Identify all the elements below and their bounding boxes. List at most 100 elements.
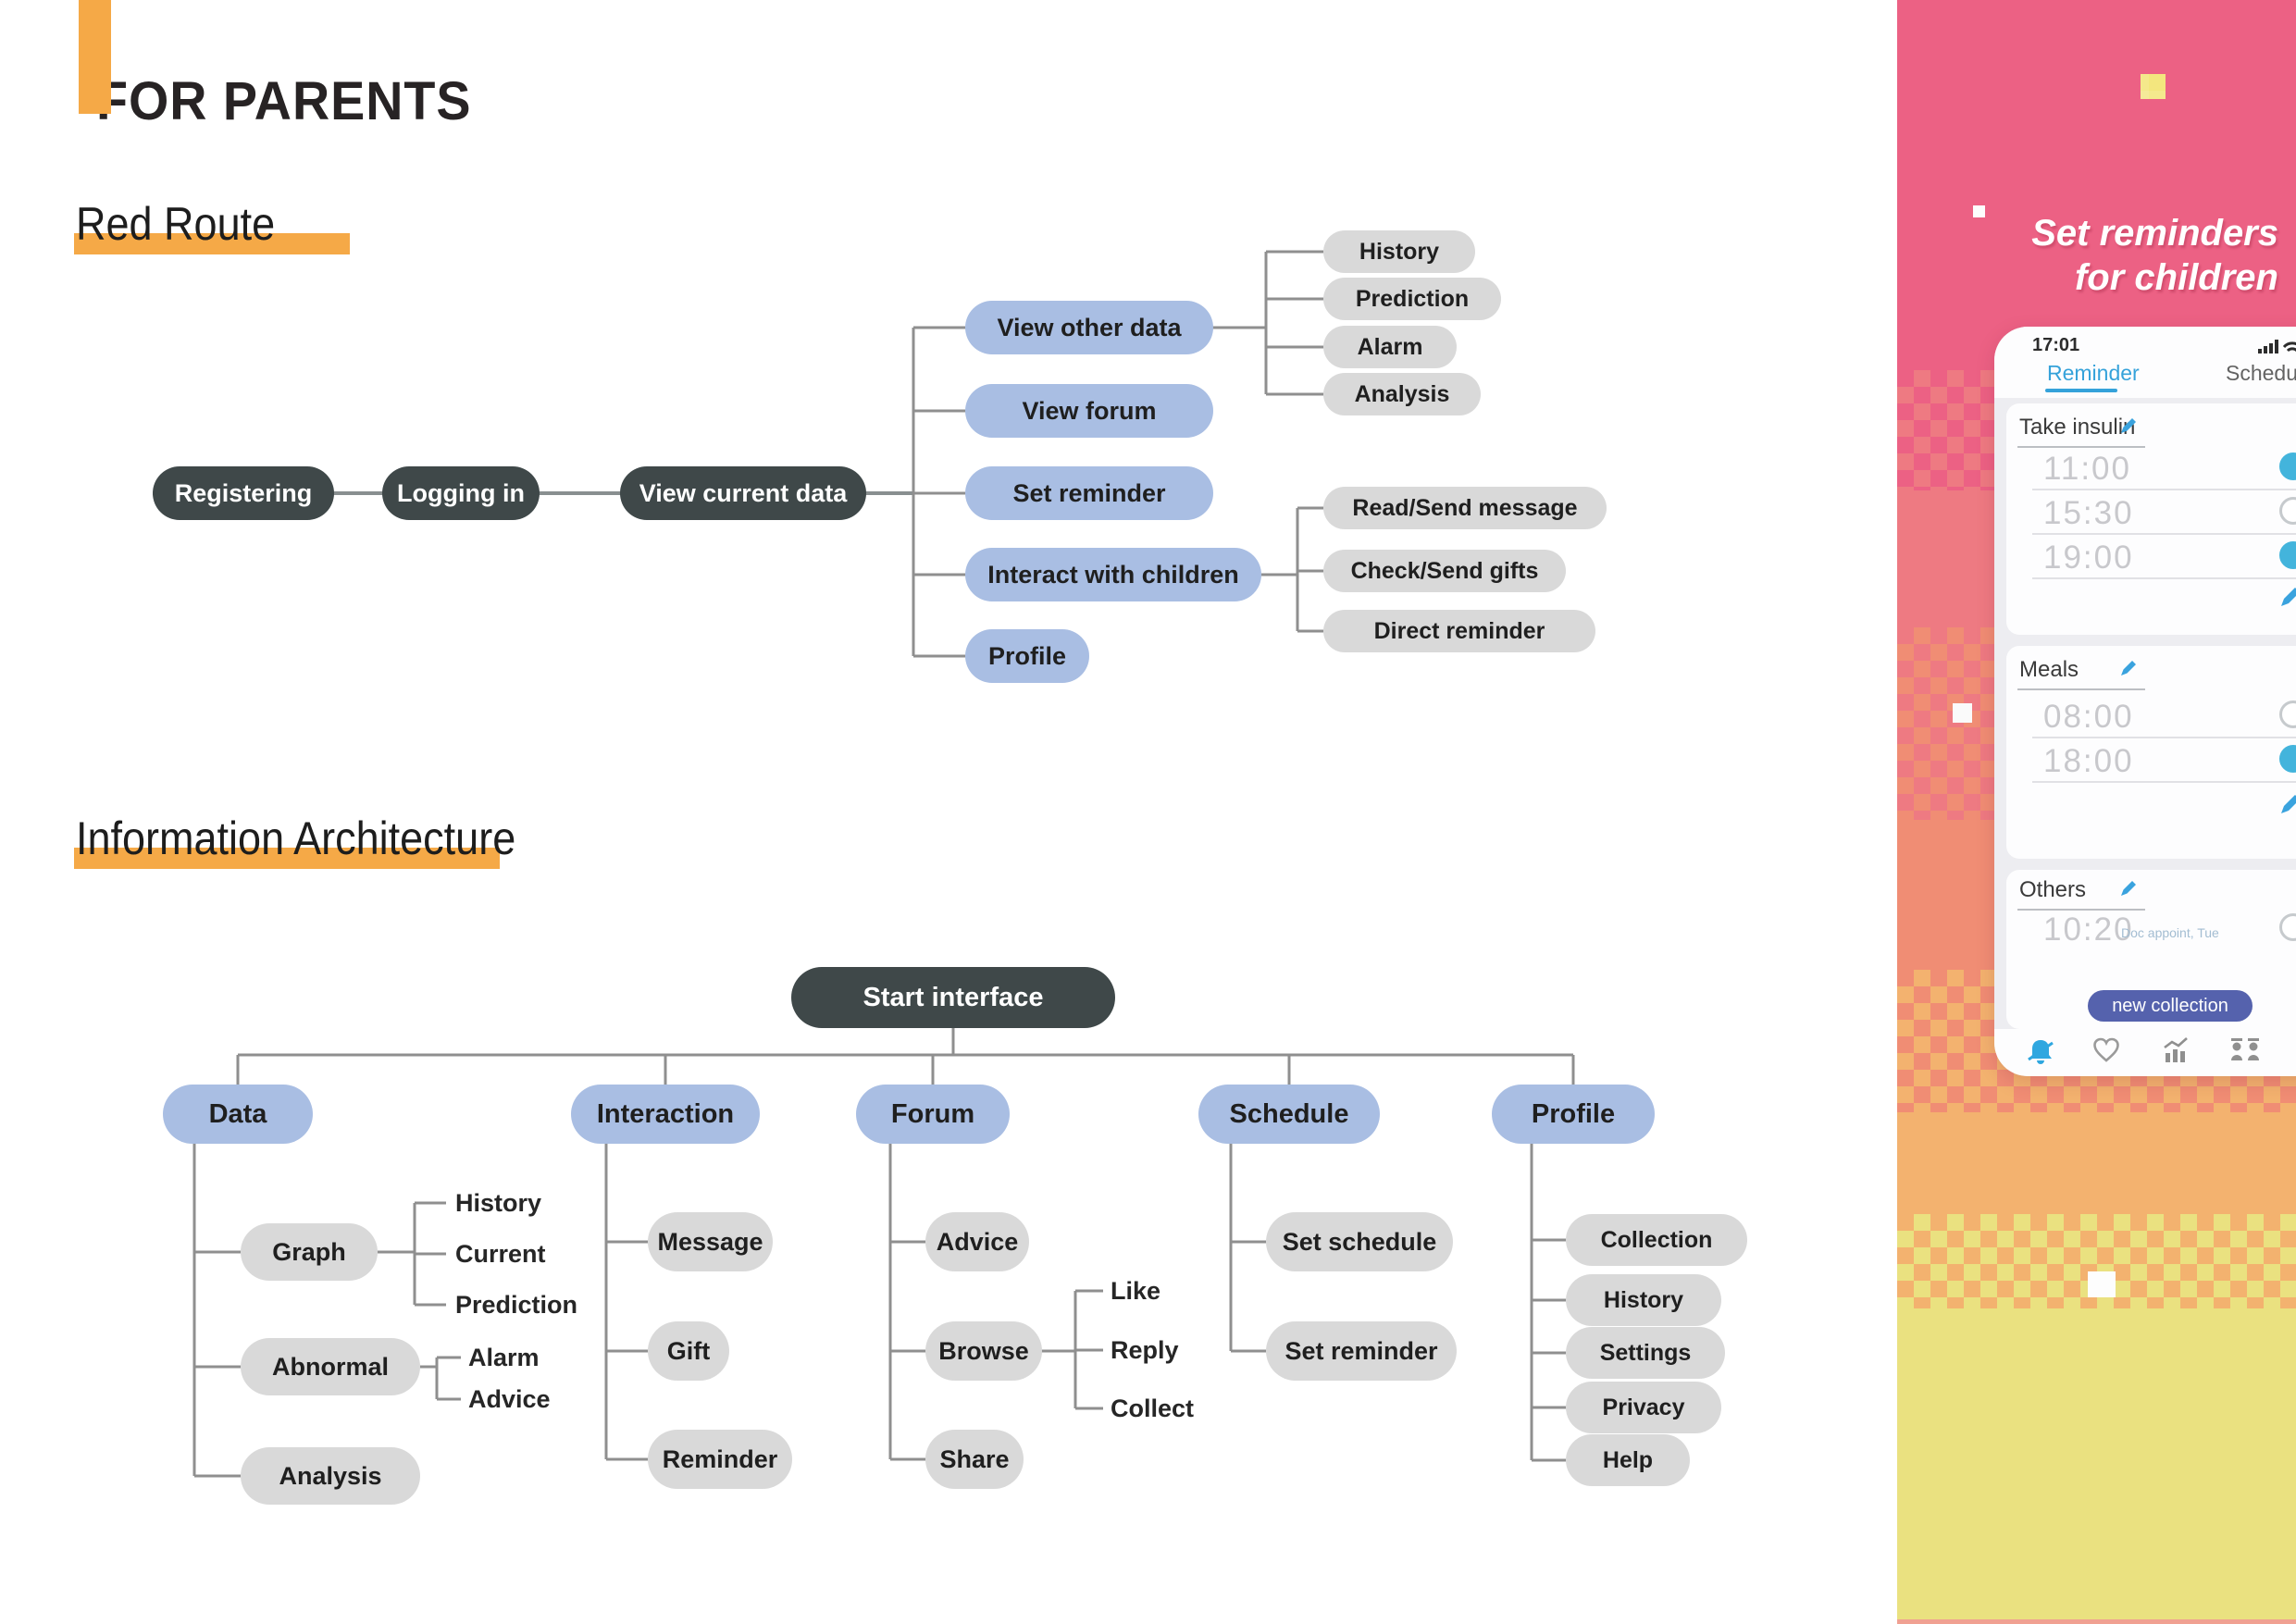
ia-node-analysis: Analysis	[241, 1447, 420, 1505]
reminder-time: 18:00	[2043, 743, 2134, 779]
ia-node-share: Share	[925, 1430, 1024, 1489]
ia-node-privacy: Privacy	[1566, 1382, 1721, 1433]
ia-node-browse: Browse	[925, 1321, 1042, 1381]
deco-white-square-small	[1973, 205, 1985, 217]
panel-band-bottom-strip	[1897, 1619, 2296, 1624]
group-title-meals: Meals	[2019, 657, 2079, 682]
reminder-toggle[interactable]	[2279, 913, 2296, 941]
add-reminder-pencil-icon[interactable]	[2278, 792, 2296, 816]
ia-node-profile-history: History	[1566, 1274, 1721, 1326]
reminder-time: 19:00	[2043, 539, 2134, 576]
reminder-toggle[interactable]	[2279, 541, 2296, 569]
node-analysis: Analysis	[1323, 373, 1481, 415]
node-history: History	[1323, 230, 1475, 273]
ia-top-profile: Profile	[1492, 1085, 1655, 1144]
ia-leaf-abnormal-advice: Advice	[468, 1384, 551, 1413]
node-profile: Profile	[965, 629, 1089, 683]
signal-bars-icon	[2258, 340, 2296, 353]
row-divider	[2032, 533, 2296, 535]
ia-node-advice: Advice	[925, 1212, 1029, 1271]
ia-leaf-browse-reply: Reply	[1111, 1335, 1179, 1364]
users-icon[interactable]	[2228, 1036, 2262, 1064]
ia-root-start-interface: Start interface	[791, 967, 1115, 1028]
node-view-forum: View forum	[965, 384, 1213, 438]
deco-yellow-square	[2141, 74, 2166, 99]
reminder-note: Doc appoint, Tue	[2121, 925, 2219, 940]
node-view-other-data: View other data	[965, 301, 1213, 354]
panel-caption-line1: Set reminders	[2031, 213, 2278, 254]
ia-top-schedule: Schedule	[1198, 1085, 1380, 1144]
ia-node-graph: Graph	[241, 1223, 378, 1281]
new-collection-button[interactable]: new collection	[2088, 990, 2253, 1022]
reminder-toggle[interactable]	[2279, 700, 2296, 728]
node-check-send-gifts: Check/Send gifts	[1323, 550, 1566, 592]
reminder-time: 15:30	[2043, 495, 2134, 531]
phone-status-area	[1994, 327, 2296, 398]
tab-reminder-underline	[2045, 389, 2117, 392]
pencil-icon[interactable]	[2119, 879, 2138, 898]
panel-caption-line2: for children	[2074, 257, 2278, 298]
tab-schedule[interactable]: Schedule	[2226, 361, 2296, 385]
ia-node-set-schedule: Set schedule	[1266, 1212, 1453, 1271]
node-logging-in: Logging in	[382, 466, 540, 520]
ia-node-settings: Settings	[1566, 1327, 1725, 1379]
ia-underline	[74, 848, 500, 869]
node-prediction: Prediction	[1323, 278, 1501, 320]
page-title: FOR PARENTS	[96, 71, 472, 131]
deco-white-square-low	[2088, 1271, 2116, 1297]
node-direct-reminder: Direct reminder	[1323, 610, 1595, 652]
ia-node-collection: Collection	[1566, 1214, 1747, 1266]
tab-reminder[interactable]: Reminder	[2047, 361, 2140, 385]
node-view-current-data: View current data	[620, 466, 866, 520]
pencil-icon[interactable]	[2119, 416, 2138, 435]
panel-band-pink	[1897, 0, 2296, 370]
add-reminder-pencil-icon[interactable]	[2278, 585, 2296, 609]
red-route-underline	[74, 233, 350, 254]
reminder-toggle[interactable]	[2279, 497, 2296, 525]
pencil-icon[interactable]	[2119, 659, 2138, 677]
ia-top-interaction: Interaction	[571, 1085, 760, 1144]
row-divider	[2032, 781, 2296, 783]
stats-icon[interactable]	[2160, 1035, 2191, 1066]
phone-mockup: 17:01 Reminder Schedule Take insulin 11:…	[1994, 327, 2296, 1076]
section-title-ia: Information Architecture	[76, 812, 516, 864]
group-underline	[2017, 688, 2145, 690]
ia-top-forum: Forum	[856, 1085, 1010, 1144]
row-divider	[2032, 737, 2296, 738]
section-title-red-route: Red Route	[76, 198, 276, 250]
node-alarm: Alarm	[1323, 326, 1457, 368]
group-underline	[2017, 446, 2145, 448]
ia-node-set-reminder: Set reminder	[1266, 1321, 1457, 1381]
row-divider	[2032, 577, 2296, 579]
reminder-group-meals	[2006, 646, 2296, 859]
bell-icon[interactable]	[2025, 1036, 2056, 1066]
row-divider	[2032, 489, 2296, 490]
panel-band-orange	[1897, 1112, 2296, 1214]
node-read-send-message: Read/Send message	[1323, 487, 1607, 529]
deco-white-square-mid	[1953, 703, 1972, 723]
ia-leaf-graph-prediction: Prediction	[455, 1290, 578, 1319]
status-time: 17:01	[2032, 335, 2080, 355]
ia-node-gift: Gift	[648, 1321, 729, 1381]
reminder-time: 08:00	[2043, 699, 2134, 735]
ia-leaf-browse-collect: Collect	[1111, 1394, 1195, 1422]
node-set-reminder: Set reminder	[965, 466, 1213, 520]
panel-band-yellow	[1897, 1308, 2296, 1619]
reminder-time: 11:00	[2043, 451, 2131, 487]
ia-node-message: Message	[648, 1212, 773, 1271]
reminder-toggle[interactable]	[2279, 745, 2296, 773]
node-registering: Registering	[153, 466, 334, 520]
ia-leaf-browse-like: Like	[1111, 1276, 1161, 1305]
ia-leaf-graph-current: Current	[455, 1239, 546, 1268]
group-title-others: Others	[2019, 877, 2087, 902]
title-accent-bar	[79, 0, 111, 114]
ia-node-reminder: Reminder	[648, 1430, 792, 1489]
heart-icon[interactable]	[2091, 1036, 2121, 1064]
ia-node-help: Help	[1566, 1434, 1690, 1486]
reminder-toggle[interactable]	[2279, 452, 2296, 480]
group-title-take-insulin: Take insulin	[2019, 415, 2136, 440]
ia-top-data: Data	[163, 1085, 313, 1144]
group-underline	[2017, 909, 2145, 911]
panel-caption: Set reminders for children	[1999, 211, 2278, 300]
